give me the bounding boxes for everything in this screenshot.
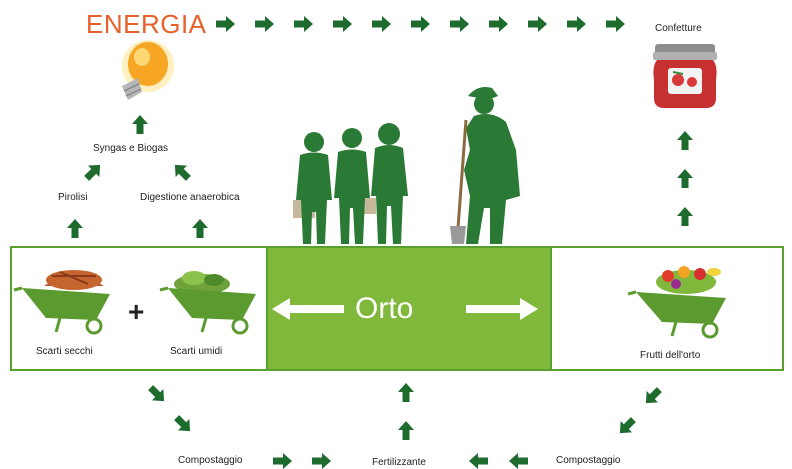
frutti-label: Frutti dell'orto — [640, 350, 701, 361]
compostaggio-right-label: Compostaggio — [556, 455, 621, 466]
light-bulb-icon — [122, 40, 174, 100]
confetture-label: Confetture — [655, 23, 702, 34]
digestione-label: Digestione anaerobica — [140, 192, 240, 203]
top-arrow-chain — [216, 16, 625, 32]
pirolisi-label: Pirolisi — [58, 192, 88, 203]
energia-title: ENERGIA — [86, 9, 207, 39]
jam-jar-icon — [653, 44, 717, 108]
scarti-umidi-label: Scarti umidi — [170, 346, 223, 357]
scarti-secchi-label: Scarti secchi — [36, 346, 93, 357]
children-silhouette-icon — [293, 123, 408, 244]
orto-label: Orto — [355, 292, 414, 325]
compostaggio-left-label: Compostaggio — [178, 455, 243, 466]
wheelbarrow-produce-icon — [627, 266, 726, 339]
wheelbarrow-wet-waste-icon — [159, 271, 256, 335]
fertilizzante-label: Fertilizzante — [372, 457, 426, 468]
syngas-label: Syngas e Biogas — [93, 143, 169, 154]
wheelbarrow-dry-waste-icon — [13, 270, 110, 335]
plus-sign: + — [128, 296, 145, 327]
gardener-silhouette-icon — [450, 87, 520, 244]
